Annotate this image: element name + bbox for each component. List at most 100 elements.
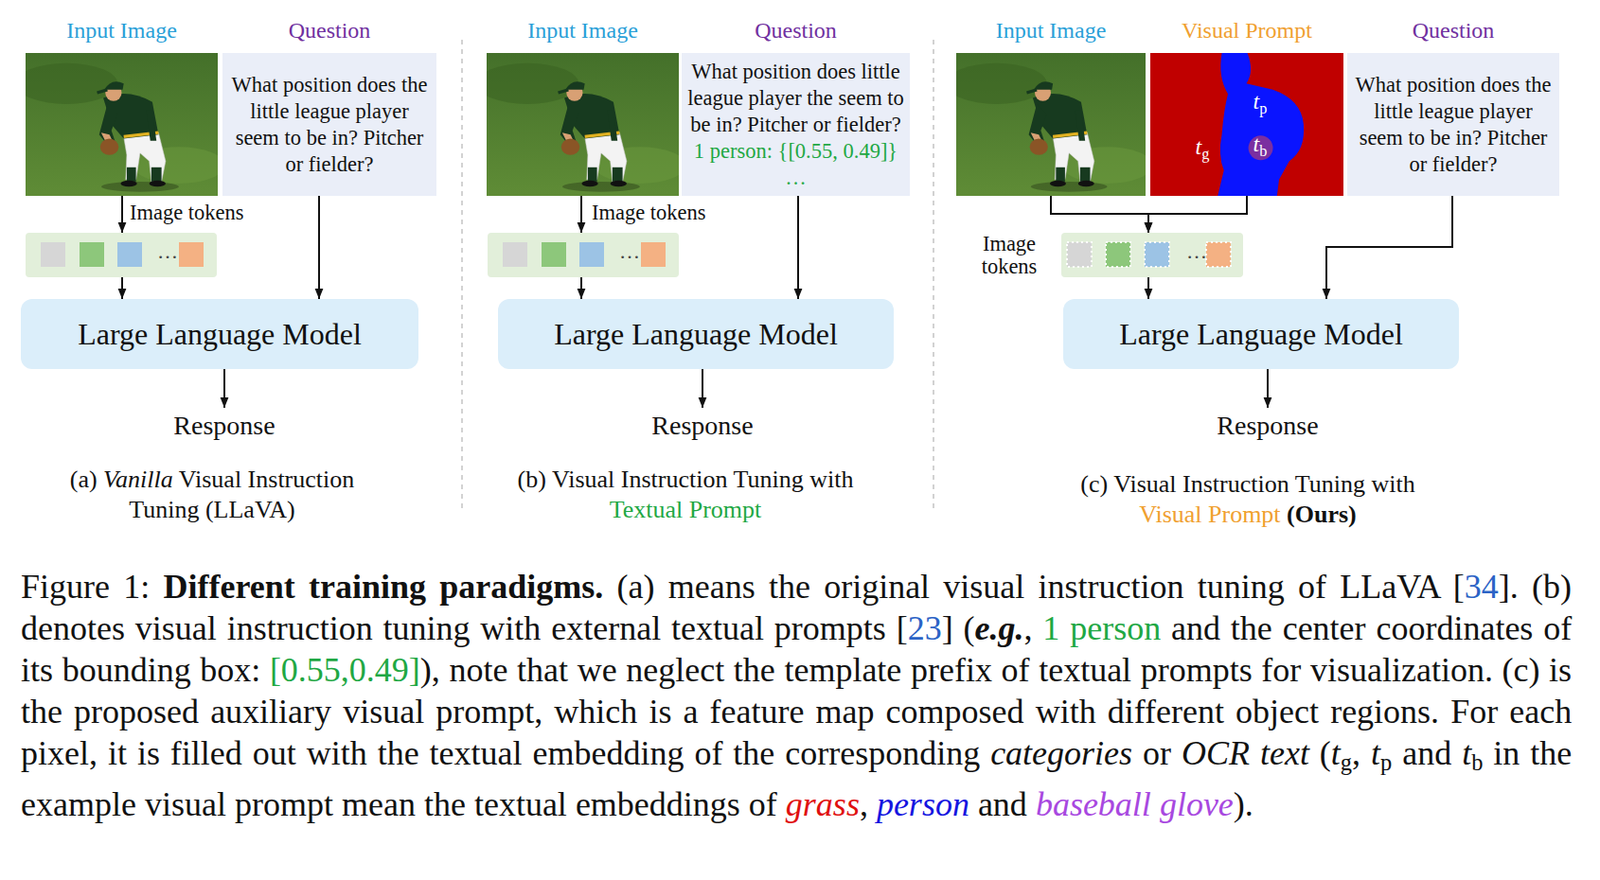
text-run: … bbox=[784, 165, 807, 190]
arrow-connector bbox=[1148, 195, 1247, 233]
text-run: Textual bbox=[609, 496, 684, 524]
cap-brim bbox=[1026, 89, 1037, 93]
token-ellipsis: … bbox=[155, 232, 180, 271]
region-embedding-tag: tg bbox=[1195, 134, 1210, 166]
text-run: Different bbox=[162, 568, 295, 606]
text-run: Prompt bbox=[689, 496, 763, 524]
text-run: Vanilla bbox=[103, 465, 174, 494]
arrow-connector bbox=[223, 369, 226, 409]
text-run: person: bbox=[710, 139, 773, 163]
subfigure-caption: (b) Visual Instruction Tuning with Textu… bbox=[496, 464, 875, 526]
shadow bbox=[101, 181, 179, 193]
text-run: 23 bbox=[907, 609, 943, 648]
input-image: Input Image bbox=[25, 53, 218, 196]
shoe bbox=[1078, 180, 1095, 187]
input-image: Input Image bbox=[486, 53, 679, 196]
text-run: {[0.55, bbox=[778, 139, 838, 163]
cap bbox=[565, 81, 586, 90]
text-run: t bbox=[1331, 734, 1341, 773]
arm bbox=[1075, 109, 1086, 141]
text-run: g bbox=[1340, 749, 1352, 776]
question-text: What position does the little league pla… bbox=[1347, 71, 1560, 178]
text-run: person bbox=[1069, 609, 1161, 648]
arrow-connector bbox=[1147, 277, 1150, 300]
image-tokens-label: Image tokens bbox=[972, 232, 1047, 279]
llm-box: Large Language Model bbox=[20, 299, 419, 370]
panel-separator bbox=[932, 39, 935, 512]
person-region bbox=[1217, 53, 1304, 196]
panel-heading: Input Image bbox=[527, 17, 639, 44]
glove bbox=[1030, 139, 1049, 156]
response-text: Response bbox=[1212, 410, 1322, 442]
llm-label: Large Language Model bbox=[553, 316, 838, 353]
image-token bbox=[579, 242, 605, 267]
subfigure-caption: (a) Vanilla Visual Instruction Tuning (L… bbox=[41, 464, 383, 526]
arm bbox=[145, 109, 157, 141]
shoe bbox=[149, 180, 166, 187]
pants bbox=[124, 132, 166, 182]
image-token bbox=[79, 242, 105, 267]
photo-illustration bbox=[25, 53, 218, 196]
region-embedding-tag: tb bbox=[1253, 131, 1268, 163]
text-run: [0.55,0.49] bbox=[269, 651, 421, 690]
photo-illustration bbox=[956, 53, 1146, 196]
image-token-bar: Image tokens… bbox=[1061, 232, 1244, 278]
arrow-connector bbox=[121, 195, 124, 233]
text-run: g bbox=[1201, 144, 1209, 163]
shoe bbox=[581, 180, 598, 187]
llm-box: Large Language Model bbox=[497, 299, 894, 370]
image-token bbox=[502, 242, 528, 267]
glove bbox=[100, 139, 119, 156]
text-run: b bbox=[1471, 749, 1483, 776]
pants bbox=[585, 132, 627, 182]
visual-prompt-map bbox=[1150, 53, 1344, 196]
response-text: Response bbox=[169, 410, 279, 442]
panel-heading: Question bbox=[754, 17, 837, 44]
panel-heading: Input Image bbox=[66, 17, 178, 44]
text-run: e.g. bbox=[975, 609, 1025, 648]
arrow-connector bbox=[1050, 195, 1149, 233]
llm-box: Large Language Model bbox=[1063, 299, 1459, 370]
glove-region bbox=[1248, 135, 1274, 160]
cap bbox=[104, 81, 125, 90]
sock bbox=[126, 167, 137, 182]
text-run: paradigms. bbox=[439, 568, 604, 606]
figure-caption: Figure 1: Different training paradigms. … bbox=[20, 566, 1572, 826]
text-run: text bbox=[1260, 734, 1310, 773]
text-run: Prompt bbox=[1208, 500, 1281, 529]
image-token bbox=[541, 242, 567, 267]
sock bbox=[151, 167, 162, 182]
arrow-connector bbox=[318, 195, 320, 300]
image-tokens-label: Image tokens bbox=[129, 199, 245, 227]
response-text: Response bbox=[647, 410, 757, 442]
llm-label: Large Language Model bbox=[77, 316, 362, 353]
question-box: QuestionWhat position does the little le… bbox=[222, 53, 437, 196]
token-ellipsis: … bbox=[617, 232, 642, 271]
token-squares bbox=[25, 232, 217, 278]
image-token bbox=[40, 242, 66, 267]
text-run: glove bbox=[1159, 785, 1234, 824]
arrow-connector bbox=[1266, 369, 1269, 409]
arrow-connector bbox=[701, 369, 704, 409]
question-box: QuestionWhat position does little league… bbox=[681, 53, 910, 196]
shoe bbox=[1049, 180, 1067, 187]
arrow-connector bbox=[580, 195, 583, 233]
panel-heading: Visual Prompt bbox=[1181, 17, 1313, 44]
image-token-bar: Image tokens… bbox=[25, 232, 217, 278]
text-run: Visual bbox=[1138, 500, 1202, 529]
image-tokens-label: Image tokens bbox=[591, 199, 707, 227]
llm-label: Large Language Model bbox=[1119, 316, 1404, 353]
text-run: t bbox=[1253, 131, 1261, 157]
image-token bbox=[1066, 242, 1092, 267]
response-label: Response bbox=[1212, 410, 1322, 442]
cap bbox=[1033, 81, 1053, 90]
question-text: What position does little league player … bbox=[681, 58, 910, 192]
arrow-connector bbox=[121, 277, 124, 300]
text-run: (Ours) bbox=[1286, 500, 1357, 529]
sock bbox=[612, 167, 623, 182]
arm bbox=[606, 109, 618, 141]
text-run: t bbox=[1370, 734, 1381, 773]
response-label: Response bbox=[169, 410, 279, 442]
